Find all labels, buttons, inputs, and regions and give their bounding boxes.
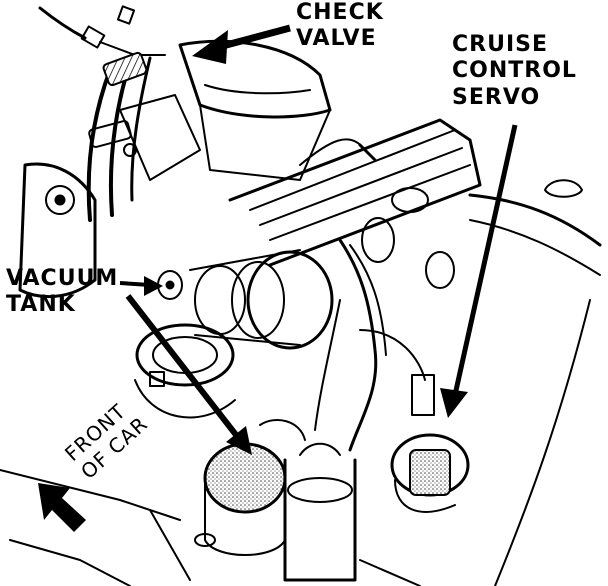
cruise-servo-arrow: [440, 124, 518, 418]
vacuum-hose-top: [38, 5, 166, 56]
lower-frame: [0, 469, 421, 586]
vacuum-tank-arrow: [119, 276, 252, 455]
check-valve-label: CHECK VALVE: [296, 0, 384, 53]
valve-cover: [228, 118, 482, 289]
vacuum-label-line2: TANK: [6, 292, 76, 318]
cruise-label-line2: CONTROL: [452, 58, 577, 84]
hose-bundle-left: [86, 51, 152, 222]
cruise-label-line1: CRUISE: [452, 32, 549, 57]
wiring-harness: [314, 238, 426, 452]
right-fender: [468, 179, 602, 586]
cruise-control-servo-label: CRUISE CONTROL SERVO: [452, 32, 577, 111]
alternator: [189, 249, 334, 350]
vacuum-tank-label: VACUUM TANK: [6, 266, 118, 319]
front-of-car-arrow: [38, 483, 86, 532]
check-valve-arrow: [192, 24, 291, 64]
check-valve-label-line2: VALVE: [296, 26, 377, 52]
cruise-label-line3: SERVO: [452, 84, 541, 110]
vacuum-label-line1: VACUUM: [6, 266, 119, 291]
lower-pulley: [134, 323, 236, 419]
fluid-reservoir-left: [203, 419, 306, 556]
engine-block-left: [18, 94, 201, 299]
vacuum-tank-body: [157, 270, 183, 300]
cruise-servo-body: [390, 374, 470, 513]
check-valve-label-line1: CHECK: [296, 0, 384, 25]
fluid-reservoir-center: [283, 442, 357, 582]
